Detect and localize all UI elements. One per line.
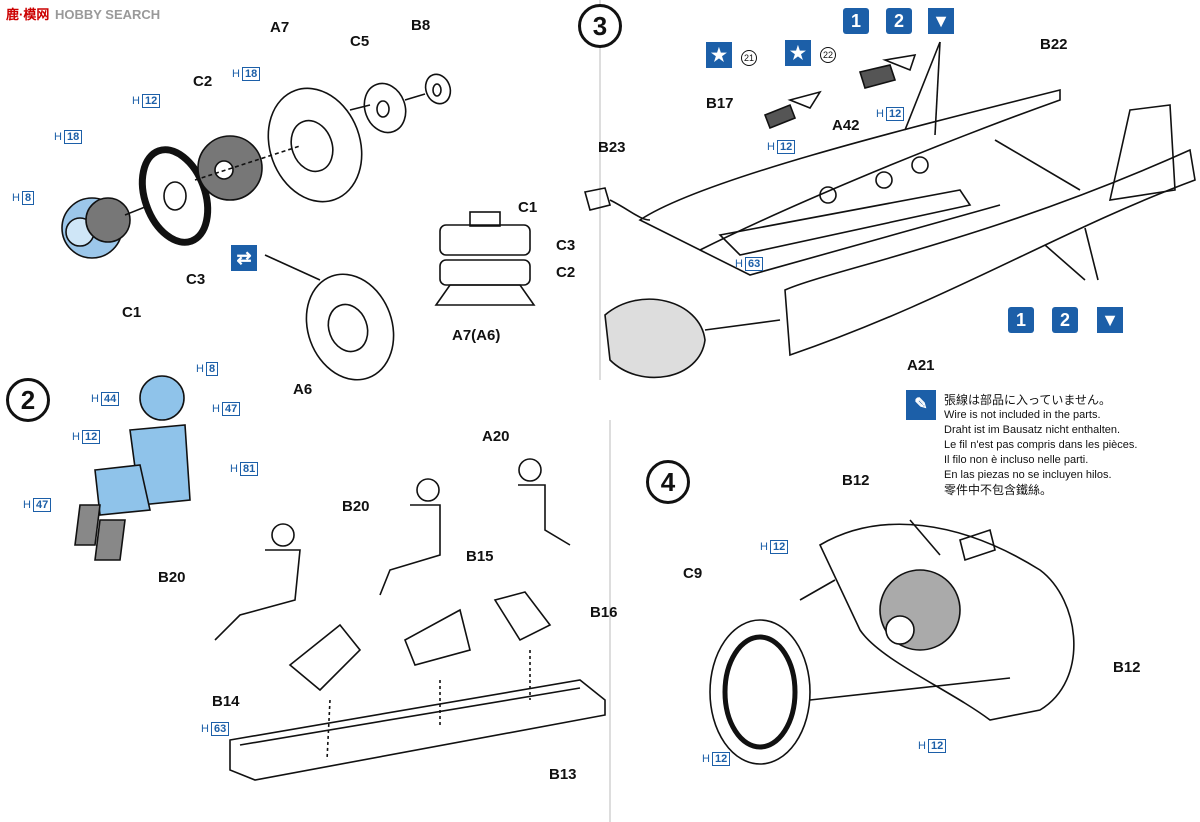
part-label-c5: C5 <box>350 33 370 50</box>
pilot-figure <box>74 375 191 561</box>
part-label-b22: B22 <box>1040 36 1068 53</box>
part-label-c1-stack: C1 <box>518 199 538 216</box>
part-label-b16: B16 <box>590 604 618 621</box>
part-label-a6: A6 <box>293 381 313 398</box>
part-label-a20: A20 <box>482 428 510 445</box>
part-label-c3: C3 <box>186 271 206 288</box>
watermark-en: HOBBY SEARCH <box>54 7 161 22</box>
part-label-b23: B23 <box>598 139 626 156</box>
wire-note-en: Wire is not included in the parts. <box>944 409 1101 421</box>
part-label-c9: C9 <box>683 565 703 582</box>
part-label-b12-right: B12 <box>1113 659 1141 676</box>
part-label-b8: B8 <box>411 17 431 34</box>
decal-callout-22: 22 <box>820 47 836 63</box>
part-label-c2-stack: C2 <box>556 264 576 281</box>
decal-star-icon-b: ★ <box>785 40 811 66</box>
part-label-b14: B14 <box>212 693 240 710</box>
part-label-b17: B17 <box>706 95 734 112</box>
watermark: 鹿·模网 HOBBY SEARCH <box>6 4 160 23</box>
wire-note-zh: 零件中不包含鐵絲。 <box>944 483 1053 497</box>
wire-note-es: En las piezas no se incluyen hilos. <box>944 469 1112 481</box>
part-label-c2: C2 <box>193 73 213 90</box>
part-label-b13: B13 <box>549 766 577 783</box>
part-label-a7-a6: A7(A6) <box>452 327 501 344</box>
wire-note-it: Il filo non è incluso nelle parti. <box>944 454 1089 466</box>
part-label-b20-b: B20 <box>158 569 186 586</box>
brush-note-icon: ✎ <box>906 390 936 420</box>
step-badge-2: 2 <box>6 378 50 422</box>
part-label-a7: A7 <box>270 19 290 36</box>
paint-two-icon-b: 2 <box>1052 307 1078 333</box>
part-label-c1: C1 <box>122 304 142 321</box>
part-label-c3-stack: C3 <box>556 237 576 254</box>
part-label-a21: A21 <box>907 357 935 374</box>
part-label-b20-a: B20 <box>342 498 370 515</box>
part-label-b15: B15 <box>466 548 494 565</box>
wire-note: 張線は部品に入っていません。 Wire is not included in t… <box>944 393 1137 498</box>
paint-one-icon-b: 1 <box>1008 307 1034 333</box>
wire-note-de: Draht ist im Bausatz nicht enthalten. <box>944 424 1121 436</box>
engine-c1 <box>61 197 131 259</box>
paint-one-icon-a: 1 <box>843 8 869 34</box>
paint-two-icon-a: 2 <box>886 8 912 34</box>
watermark-cn: 鹿·模网 <box>6 7 50 22</box>
brush-icon-a: ▼ <box>928 8 954 34</box>
decal-callout-21: 21 <box>741 50 757 66</box>
wire-note-fr: Le fil n'est pas compris dans les pièces… <box>944 439 1138 451</box>
part-label-b12-top: B12 <box>842 472 870 489</box>
step-badge-3: 3 <box>578 4 622 48</box>
part-label-a42: A42 <box>832 117 860 134</box>
step-badge-4: 4 <box>646 460 690 504</box>
alternate-icon: ⇄ <box>231 245 257 271</box>
decal-star-icon-a: ★ <box>706 42 732 68</box>
brush-icon-b: ▼ <box>1097 307 1123 333</box>
wire-note-ja: 張線は部品に入っていません。 <box>944 393 1112 407</box>
